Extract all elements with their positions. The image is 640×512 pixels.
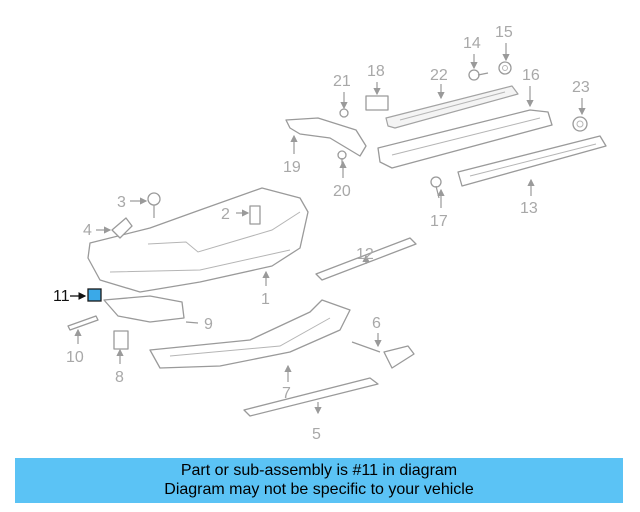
info-banner: Part or sub-assembly is #11 in diagram D…: [15, 458, 623, 503]
callout-5: 5: [312, 426, 321, 443]
callout-7: 7: [282, 385, 291, 402]
callout-labels: 1 2 3 4 5 6 7 8 9 10 11 12 13 14 15 16 1…: [53, 24, 590, 443]
callout-13: 13: [520, 200, 538, 217]
energy-absorber-part-22[interactable]: [385, 85, 519, 129]
screw-part-14[interactable]: [468, 69, 489, 81]
callout-20: 20: [333, 183, 351, 200]
callout-6: 6: [372, 315, 381, 332]
callout-19: 19: [283, 159, 301, 176]
bracket-part-4[interactable]: [111, 217, 133, 239]
screw-part-20[interactable]: [337, 150, 347, 168]
nut-part-23[interactable]: [572, 116, 588, 132]
part-11-shape: [87, 288, 102, 302]
callout-4: 4: [83, 222, 92, 239]
bracket-part-6[interactable]: [351, 341, 415, 369]
bolt-part-10[interactable]: [67, 315, 99, 331]
callout-1: 1: [261, 291, 270, 308]
callout-18: 18: [367, 63, 385, 80]
callout-3: 3: [117, 194, 126, 211]
callout-21: 21: [333, 73, 351, 90]
reinforcement-beam-part-16[interactable]: [377, 109, 553, 169]
callout-15: 15: [495, 24, 513, 41]
banner-line-2: Diagram may not be specific to your vehi…: [164, 481, 474, 498]
callout-12: 12: [356, 246, 374, 263]
clip-part-15[interactable]: [498, 61, 512, 75]
bracket-part-19[interactable]: [285, 117, 367, 157]
callout-2: 2: [221, 206, 230, 223]
callout-17: 17: [430, 213, 448, 230]
impact-bar-part-13[interactable]: [457, 135, 607, 187]
callout-14: 14: [463, 35, 481, 52]
callout-11: 11: [53, 288, 70, 305]
screw-part-3[interactable]: [147, 192, 161, 218]
callout-23: 23: [572, 79, 590, 96]
clip-part-8[interactable]: [113, 330, 129, 350]
lower-panel-part-9[interactable]: [103, 295, 199, 324]
callout-8: 8: [115, 369, 124, 386]
nut-part-21[interactable]: [339, 108, 349, 118]
retainer-part-18[interactable]: [365, 95, 389, 111]
push-pin-part-2[interactable]: [249, 205, 261, 225]
callout-9: 9: [204, 316, 213, 333]
leader-lines: [70, 43, 586, 415]
bolt-part-17[interactable]: [430, 176, 442, 199]
callout-16: 16: [522, 67, 540, 84]
trim-strip-part-5[interactable]: [243, 377, 379, 417]
parts-diagram: 1 2 3 4 5 6 7 8 9 10 11 12 13 14 15 16 1…: [53, 24, 607, 443]
callout-22: 22: [430, 67, 448, 84]
highlighted-part-11[interactable]: [87, 288, 102, 302]
callout-10: 10: [66, 349, 84, 366]
valance-part-7[interactable]: [149, 299, 351, 369]
banner-line-1: Part or sub-assembly is #11 in diagram: [180, 462, 458, 479]
